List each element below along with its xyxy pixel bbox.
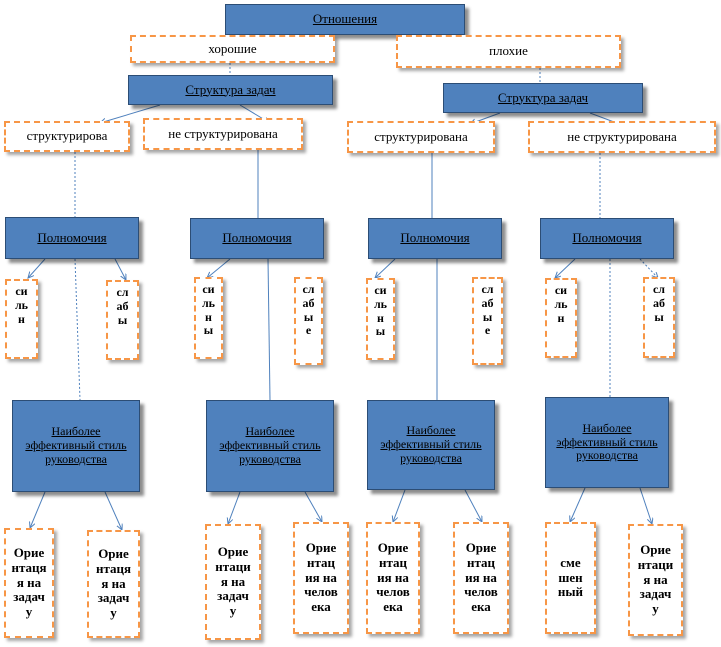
person-orientation-node-2: Орие нтац ия на челов ека <box>366 522 420 634</box>
good-relations-node: хорошие <box>130 35 335 63</box>
person-orientation-node-1: Орие нтац ия на челов ека <box>293 522 349 634</box>
structured-node-2: структурирована <box>347 121 495 153</box>
strong-node-4: си ль н <box>545 278 577 358</box>
strong-node-1: си ль н <box>5 279 38 359</box>
weak-node-4: сл аб ы <box>643 277 675 358</box>
task-orientation-node-2: Орие нтаця я на задач у <box>87 530 140 638</box>
structure-node-right: Структура задач <box>443 83 643 113</box>
weak-node-1: сл аб ы <box>106 280 139 360</box>
style-node-3: Наиболее эффективный стиль руководства <box>367 400 495 490</box>
weak-node-2: сл аб ы е <box>294 277 323 365</box>
weak-node-3: сл аб ы е <box>472 277 503 365</box>
task-orientation-node-3: Орие нтаци я на задач у <box>205 524 261 640</box>
structured-node-1: структурирова <box>4 121 130 152</box>
bad-relations-node: плохие <box>396 35 621 68</box>
unstructured-node-1: не структурирована <box>143 118 303 150</box>
strong-node-2: си ль н ы <box>194 277 223 359</box>
style-node-4: Наиболее эффективный стиль руководства <box>545 397 669 488</box>
person-orientation-node-3: Орие нтац ия на челов ека <box>453 522 509 634</box>
style-node-2: Наиболее эффективный стиль руководства <box>206 400 334 492</box>
strong-node-3: си ль н ы <box>366 278 395 360</box>
style-node-1: Наиболее эффективный стиль руководства <box>12 400 140 492</box>
root-node: Отношения <box>225 4 465 35</box>
mixed-style-node: сме шен ный <box>545 522 596 634</box>
powers-node-3: Полномочия <box>368 218 502 259</box>
task-orientation-node-1: Орие нтаця я на задач у <box>4 528 54 638</box>
task-orientation-node-4: Орие нтаци я на задач у <box>628 524 683 636</box>
unstructured-node-2: не структурирована <box>528 121 716 153</box>
powers-node-2: Полномочия <box>190 218 324 259</box>
powers-node-4: Полномочия <box>540 218 674 259</box>
structure-node-left: Структура задач <box>128 75 333 105</box>
powers-node-1: Полномочия <box>5 217 139 259</box>
